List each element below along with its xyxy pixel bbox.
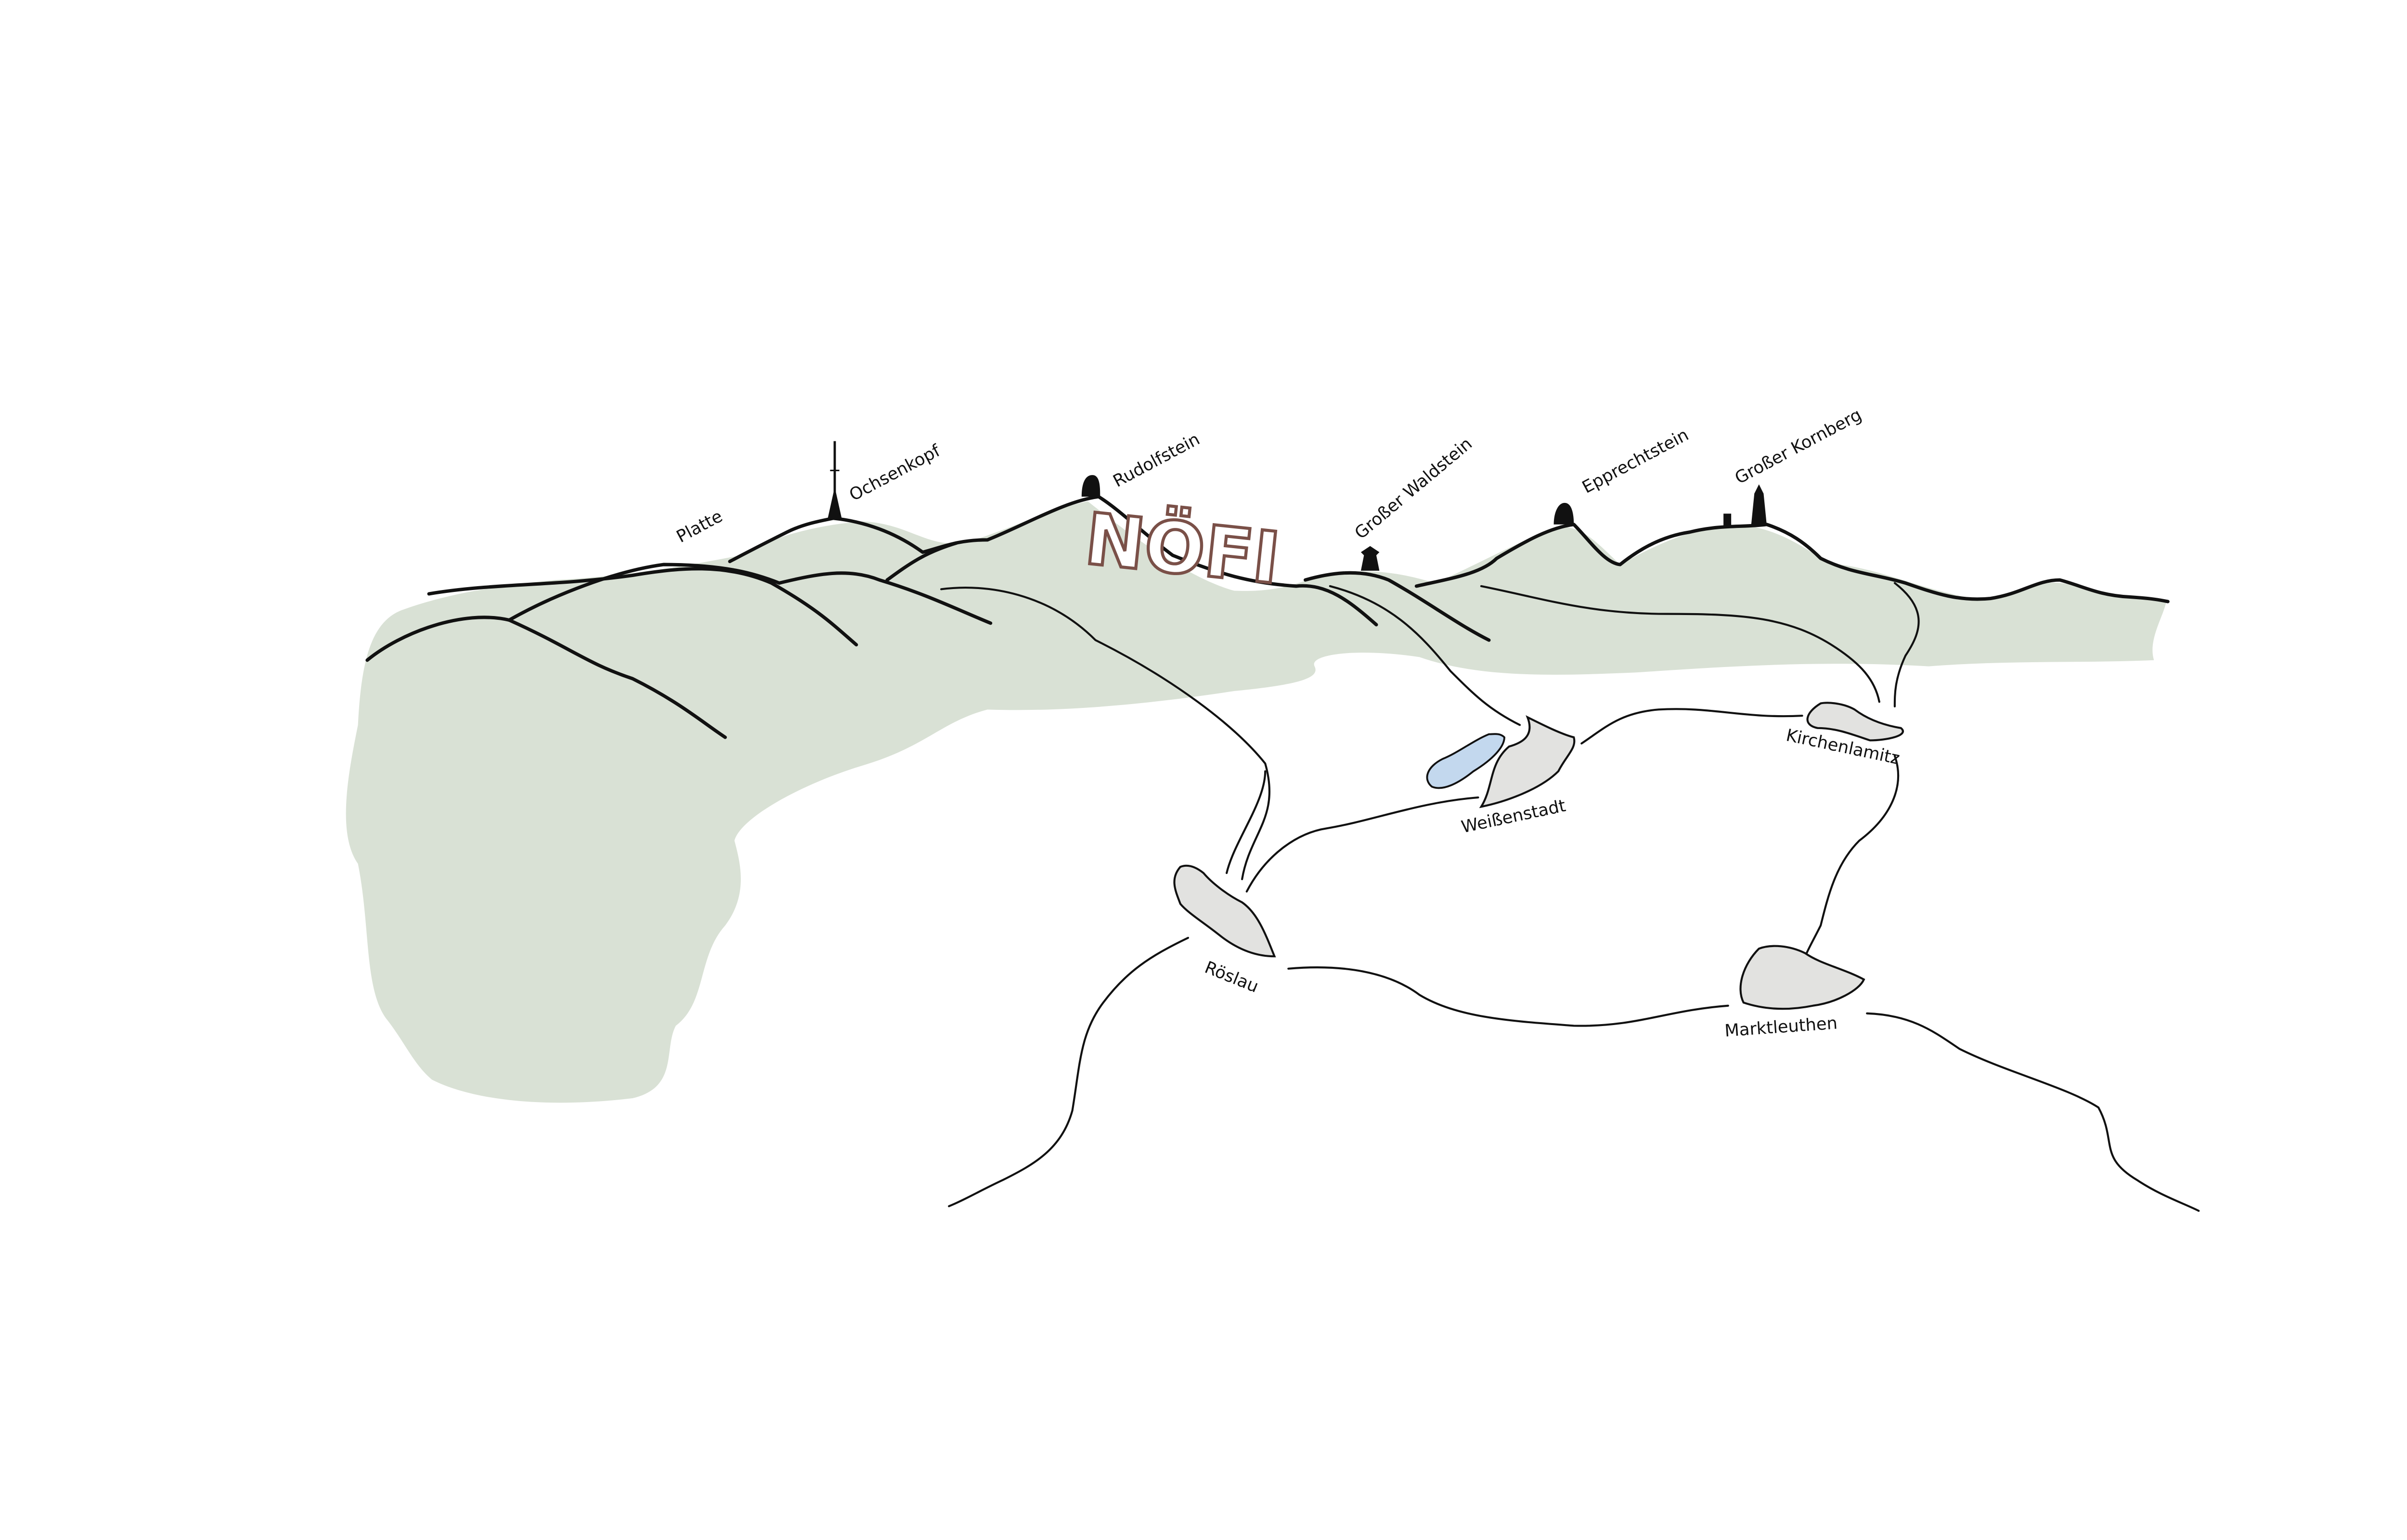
- rock-icon: [1081, 475, 1100, 497]
- town-marktleuthen-area: [1739, 945, 1865, 1010]
- road: [948, 937, 1190, 1207]
- road: [1804, 755, 1900, 958]
- town-roeslau-area: [1173, 864, 1276, 958]
- lookout-tower-icon: [1360, 546, 1380, 571]
- road: [1329, 585, 1521, 726]
- peak-label-rudolfstein: Rudolfstein: [1110, 429, 1203, 491]
- road: [1893, 582, 1920, 708]
- road: [1287, 966, 1729, 1027]
- ridge-line: [1304, 571, 1491, 642]
- ridge-line: [728, 495, 1378, 627]
- ridge-line: [507, 563, 993, 625]
- road: [1580, 708, 1803, 744]
- road: [940, 587, 1271, 881]
- road: [1480, 585, 1880, 703]
- town-label-weissenstadt: Weißenstadt: [1460, 796, 1567, 837]
- rock-icon: [1553, 502, 1574, 525]
- lake: [1426, 733, 1505, 789]
- tower-icon: [1723, 484, 1767, 526]
- ridge-line: [885, 541, 958, 582]
- ridge-line: [365, 616, 727, 739]
- map-svg: Platte Ochsenkopf Rudolfstein Großer Wal…: [346, 405, 2200, 1212]
- fichtelgebirge-land: [346, 501, 2166, 1103]
- road: [1225, 770, 1267, 874]
- road: [1245, 796, 1479, 893]
- town-weissenstadt-area: [1479, 715, 1576, 808]
- town-label-marktleuthen: Marktleuthen: [1724, 1014, 1838, 1041]
- peak-label-grosser-kornberg: Großer Kornberg: [1732, 405, 1865, 488]
- peak-label-platte: Platte: [673, 506, 725, 547]
- road: [1866, 1012, 2200, 1212]
- peak-label-epprechtstein: Epprechtstein: [1579, 425, 1692, 498]
- ridge-line: [427, 567, 858, 647]
- town-label-roeslau: Röslau: [1202, 958, 1261, 997]
- town-kirchenlamitz-area: [1806, 702, 1904, 742]
- antenna-tower-icon: [828, 441, 842, 519]
- peak-label-grosser-waldstein: Großer Waldstein: [1351, 434, 1476, 543]
- peak-label-ochsenkopf: Ochsenkopf: [846, 440, 944, 505]
- map-illustration: Platte Ochsenkopf Rudolfstein Großer Wal…: [346, 405, 2200, 1212]
- ridge-line: [1414, 523, 2170, 603]
